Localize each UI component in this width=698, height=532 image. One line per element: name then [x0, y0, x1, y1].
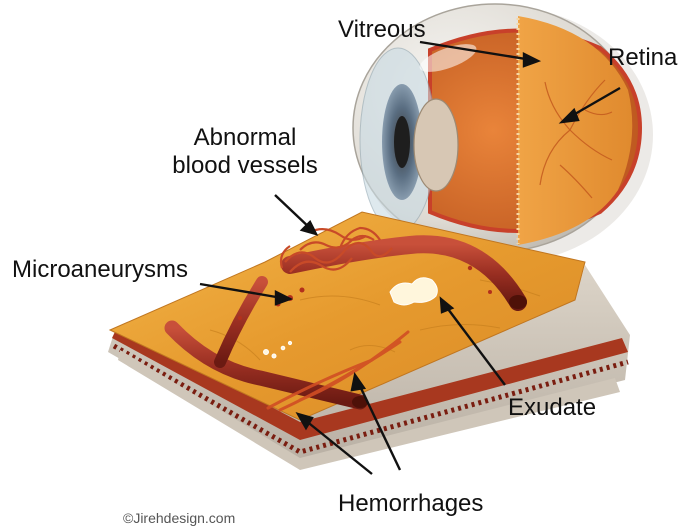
copyright-credit: ©Jirehdesign.com — [123, 510, 235, 526]
label-abnormal-blood-vessels: Abnormal blood vessels — [155, 124, 335, 180]
pupil — [394, 116, 410, 168]
label-vitreous: Vitreous — [338, 16, 426, 44]
major-vessel-end — [509, 295, 527, 309]
label-exudate: Exudate — [508, 394, 596, 422]
label-abnormal-line1: Abnormal — [155, 124, 335, 152]
label-hemorrhages: Hemorrhages — [338, 490, 483, 518]
lens — [414, 99, 458, 191]
label-retina: Retina — [608, 44, 677, 72]
label-microaneurysms: Microaneurysms — [12, 256, 188, 284]
label-abnormal-line2: blood vessels — [155, 152, 335, 180]
